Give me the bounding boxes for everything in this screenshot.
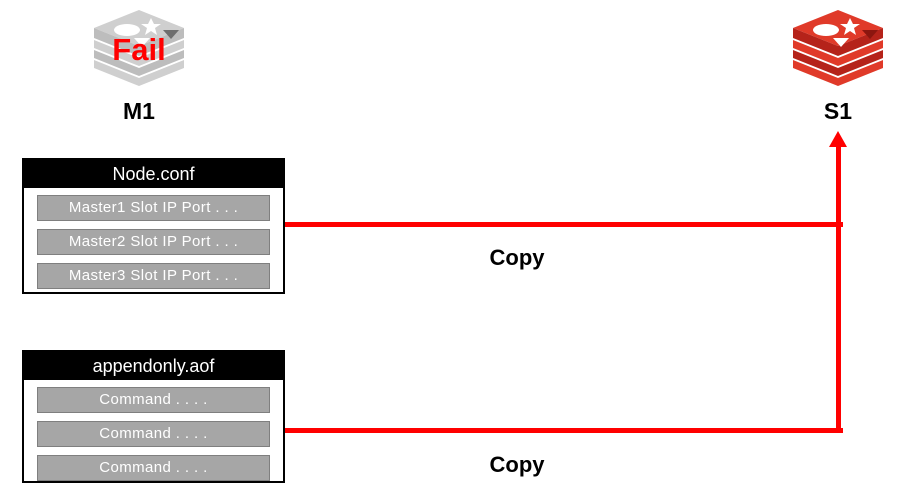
connector-line-vertical	[836, 146, 841, 431]
file-rows-node-conf: Master1 Slot IP Port . . . Master2 Slot …	[24, 188, 283, 296]
file-row: Master1 Slot IP Port . . .	[37, 195, 270, 221]
connector-line-appendonly-aof	[285, 428, 843, 433]
node-slave-label: S1	[823, 98, 853, 124]
node-master-label: M1	[123, 98, 155, 124]
connector-line-node-conf	[285, 222, 843, 227]
file-title-appendonly-aof: appendonly.aof	[24, 352, 283, 380]
file-box-appendonly-aof: appendonly.aof Command . . . . Command .…	[22, 350, 285, 483]
file-title-node-conf: Node.conf	[24, 160, 283, 188]
connector-arrowhead-icon	[829, 131, 847, 147]
connector-label-copy-appendonly-aof: Copy	[489, 452, 545, 477]
node-slave-s1: S1	[783, 6, 893, 123]
file-row: Master2 Slot IP Port . . .	[37, 229, 270, 255]
file-row: Command . . . .	[37, 387, 270, 413]
file-row: Command . . . .	[37, 455, 270, 481]
redis-logo-gray-icon	[94, 10, 184, 86]
file-row: Master3 Slot IP Port . . .	[37, 263, 270, 289]
node-master-m1: Fail M1	[84, 6, 194, 123]
connector-label-copy-node-conf: Copy	[489, 245, 545, 270]
file-row: Command . . . .	[37, 421, 270, 447]
file-box-node-conf: Node.conf Master1 Slot IP Port . . . Mas…	[22, 158, 285, 294]
file-rows-appendonly-aof: Command . . . . Command . . . . Command …	[24, 380, 283, 488]
redis-logo-red-icon	[793, 10, 883, 86]
